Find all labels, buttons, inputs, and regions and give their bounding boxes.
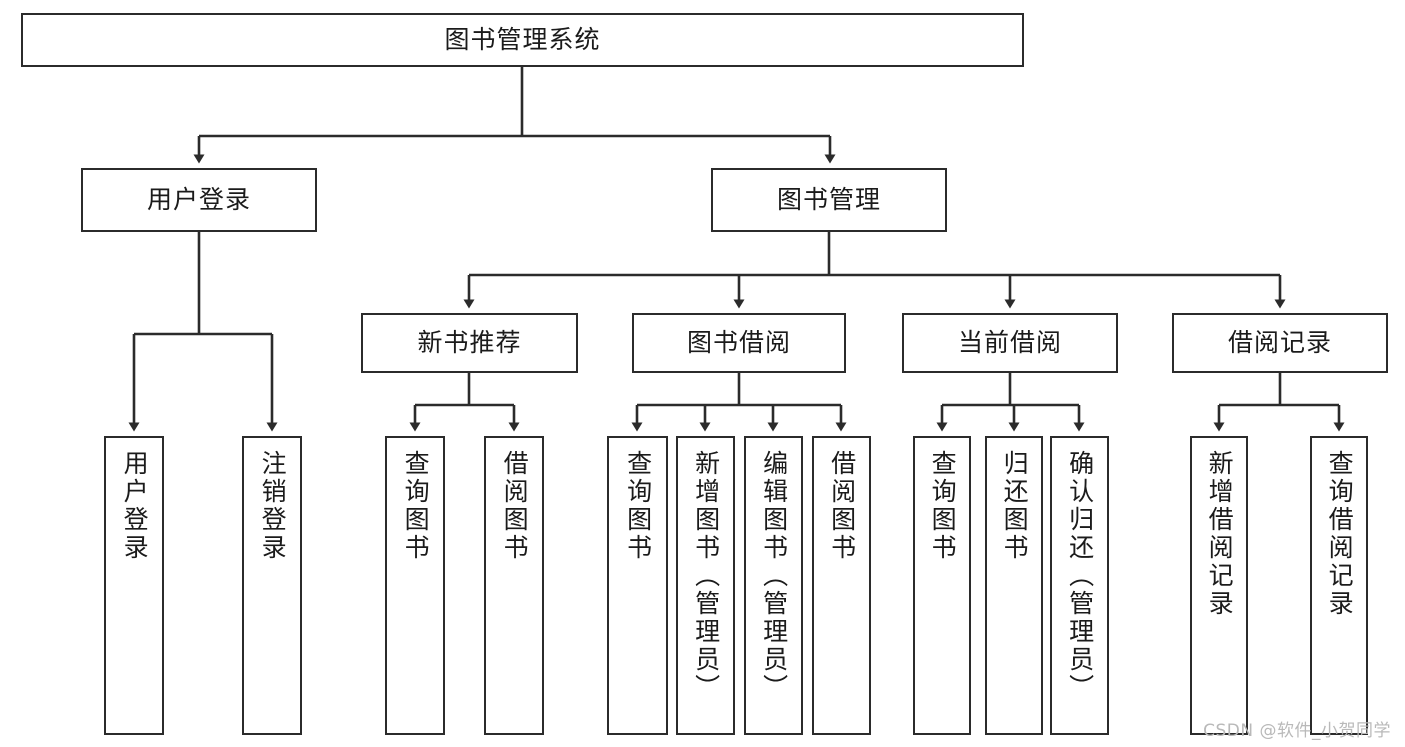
node-leaf-edit-book-admin[interactable]: 编辑图书（管理员） (744, 436, 803, 735)
node-leaf-user-login[interactable]: 用户登录 (104, 436, 164, 735)
node-label: 查询图书 (623, 450, 653, 562)
node-label: 借阅记录 (1227, 328, 1332, 358)
node-label: 新增借阅记录 (1205, 450, 1235, 618)
node-label: 查询借阅记录 (1325, 450, 1355, 618)
node-label: 图书管理系统 (444, 25, 601, 55)
node-current-borrow[interactable]: 当前借阅 (902, 313, 1118, 373)
node-leaf-confirm-return-admin[interactable]: 确认归还（管理员） (1050, 436, 1109, 735)
node-label: 确认归还（管理员） (1065, 450, 1095, 702)
node-book-borrow[interactable]: 图书借阅 (632, 313, 846, 373)
node-label: 查询图书 (401, 450, 431, 562)
node-label: 当前借阅 (957, 328, 1062, 358)
node-book-management-system[interactable]: 图书管理系统 (21, 13, 1024, 67)
node-label: 新增图书（管理员） (691, 450, 721, 702)
node-leaf-add-book-admin[interactable]: 新增图书（管理员） (676, 436, 735, 735)
node-leaf-query-book-2[interactable]: 查询图书 (607, 436, 668, 735)
node-label: 归还图书 (1000, 450, 1030, 562)
node-label: 图书管理 (776, 185, 881, 215)
node-label: 查询图书 (928, 450, 958, 562)
node-label: 编辑图书（管理员） (759, 450, 789, 702)
node-book-management[interactable]: 图书管理 (711, 168, 947, 232)
node-label: 新书推荐 (417, 328, 522, 358)
node-user-login[interactable]: 用户登录 (81, 168, 317, 232)
node-leaf-query-borrow-record[interactable]: 查询借阅记录 (1310, 436, 1368, 735)
node-leaf-borrow-book-1[interactable]: 借阅图书 (484, 436, 544, 735)
node-label: 用户登录 (120, 450, 150, 562)
node-leaf-borrow-book-2[interactable]: 借阅图书 (812, 436, 871, 735)
node-label: 用户登录 (146, 185, 251, 215)
node-new-book-recommend[interactable]: 新书推荐 (361, 313, 578, 373)
node-borrow-record[interactable]: 借阅记录 (1172, 313, 1388, 373)
node-leaf-query-book-3[interactable]: 查询图书 (913, 436, 971, 735)
node-label: 借阅图书 (500, 450, 530, 562)
node-leaf-query-book-1[interactable]: 查询图书 (385, 436, 445, 735)
node-label: 借阅图书 (827, 450, 857, 562)
node-leaf-add-borrow-record[interactable]: 新增借阅记录 (1190, 436, 1248, 735)
node-leaf-return-book[interactable]: 归还图书 (985, 436, 1043, 735)
node-label: 注销登录 (258, 450, 288, 562)
node-leaf-logout[interactable]: 注销登录 (242, 436, 302, 735)
node-label: 图书借阅 (686, 328, 791, 358)
